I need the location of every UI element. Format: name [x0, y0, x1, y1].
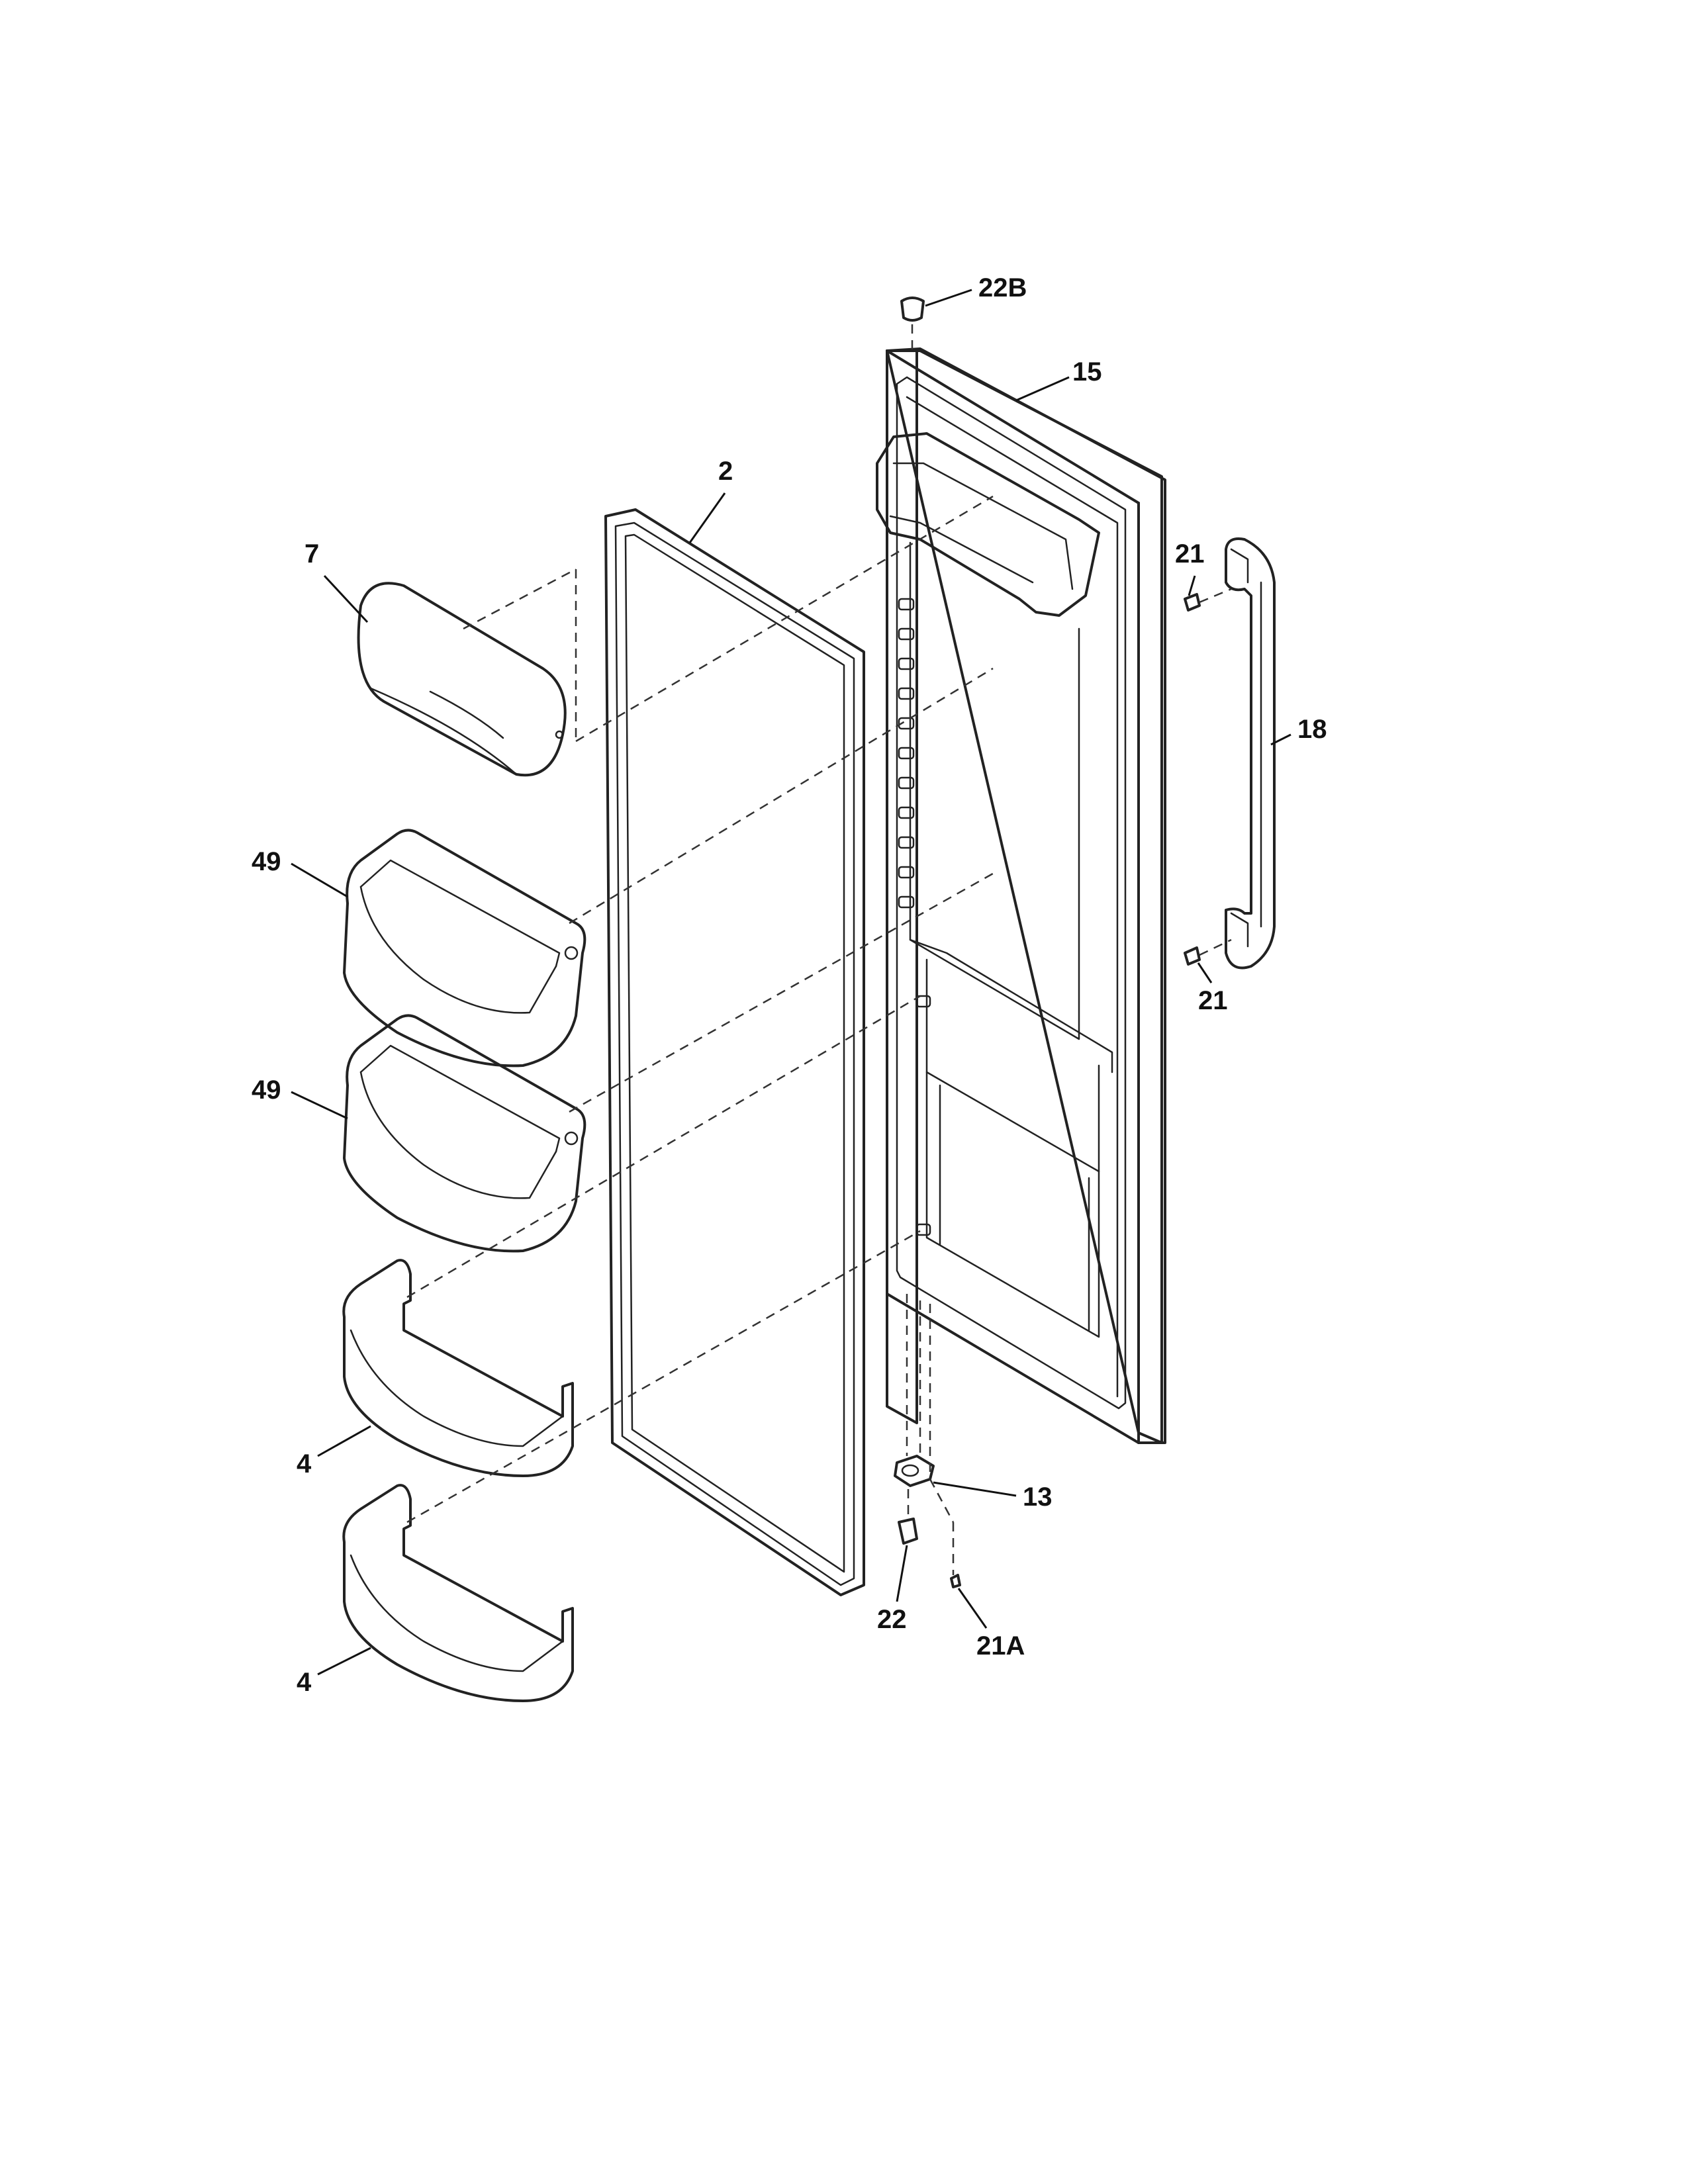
door-bin-lower — [343, 872, 994, 1253]
callout-4-lower: 4 — [297, 1668, 312, 1697]
callout-21-top: 21 — [1175, 539, 1205, 569]
dairy-cover — [357, 495, 994, 777]
door-shelf-pegs — [898, 598, 931, 1236]
callout-18: 18 — [1297, 715, 1327, 744]
callout-15: 15 — [1072, 357, 1102, 387]
callout-21A: 21A — [976, 1631, 1025, 1661]
callout-13: 13 — [1023, 1482, 1053, 1512]
callout-49-lower: 49 — [252, 1075, 281, 1105]
callout-2: 2 — [718, 457, 733, 486]
callout-7: 7 — [305, 539, 319, 569]
hinge-screw — [929, 1479, 961, 1588]
door-shelf-upper — [342, 995, 921, 1477]
callout-4-upper: 4 — [297, 1449, 312, 1479]
door-handle — [1225, 537, 1276, 970]
top-hinge-bushing — [900, 296, 925, 351]
callout-49-upper: 49 — [252, 847, 281, 876]
leader-lines — [291, 289, 1291, 1676]
door-gasket — [604, 508, 865, 1596]
callout-22B: 22B — [978, 273, 1027, 302]
callout-22: 22 — [877, 1605, 907, 1634]
door-bin-upper — [343, 667, 994, 1068]
callout-21-bottom: 21 — [1198, 986, 1228, 1015]
bottom-hinge-pin — [898, 1489, 918, 1545]
handle-screw-top — [1184, 588, 1232, 612]
door-shelf-lower — [342, 1230, 921, 1702]
handle-screw-bottom — [1184, 938, 1232, 966]
door-outer-panel — [876, 347, 1166, 1444]
bottom-hinge-bracket — [894, 1294, 935, 1487]
